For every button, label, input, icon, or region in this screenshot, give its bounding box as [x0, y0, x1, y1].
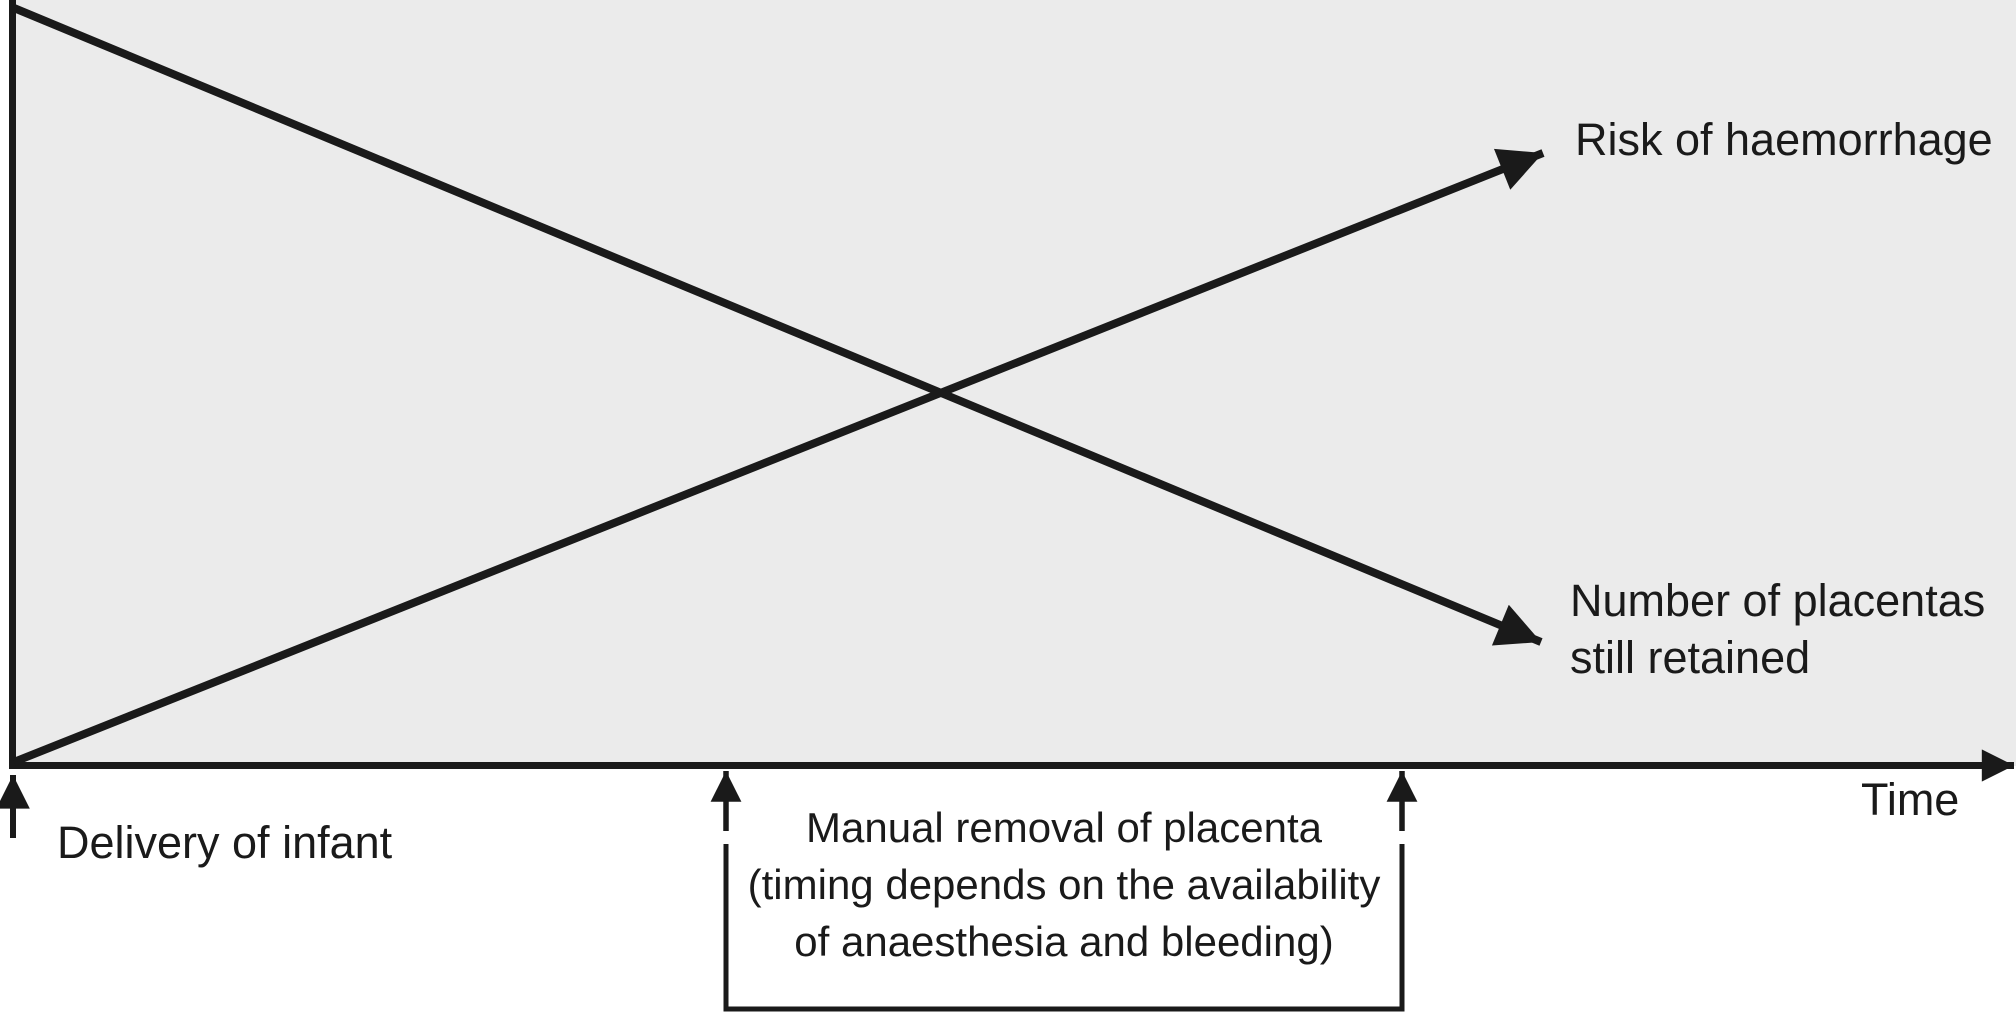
delivery-of-infant-label: Delivery of infant [57, 817, 393, 868]
time-axis-label: Time [1861, 774, 1960, 825]
plot-area [12, 0, 2016, 766]
retained-line [12, 4, 1543, 646]
risk-of-haemorrhage-label: Risk of haemorrhage [1575, 114, 1993, 165]
risk-line [12, 148, 1545, 766]
placentas-retained-label: Number of placentas still retained [1570, 575, 1986, 683]
manual-removal-label: Manual removal of placenta (timing depen… [747, 804, 1381, 965]
bracket [723, 844, 1405, 1012]
